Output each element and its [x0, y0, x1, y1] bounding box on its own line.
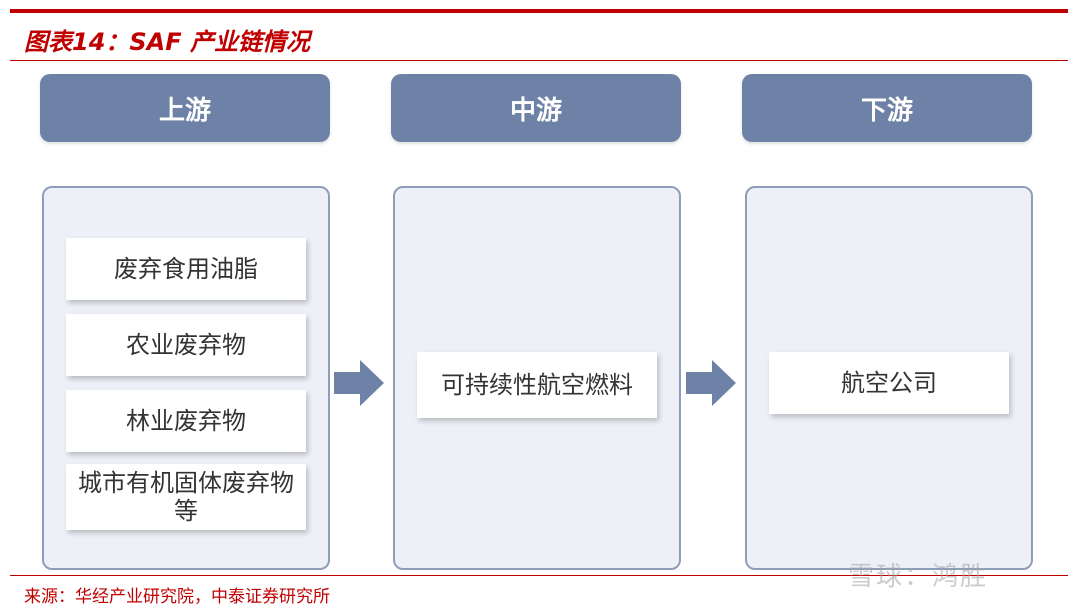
upstream-item-waste-cooking-oil: 废弃食用油脂: [66, 238, 306, 300]
upstream-item-forestry-waste: 林业废弃物: [66, 390, 306, 452]
watermark: 雪球：鸿胜: [848, 562, 989, 592]
header-upstream: 上游: [40, 74, 330, 142]
arrow-right-icon: [686, 360, 736, 406]
panel-midstream: 可持续性航空燃料: [393, 186, 681, 570]
figure-title: 图表14：SAF 产业链情况: [24, 28, 311, 56]
arrow-right-icon: [334, 360, 384, 406]
downstream-item-airlines: 航空公司: [769, 352, 1009, 414]
header-midstream: 中游: [391, 74, 681, 142]
midstream-item-saf: 可持续性航空燃料: [417, 352, 657, 418]
upstream-item-agricultural-waste: 农业废弃物: [66, 314, 306, 376]
header-downstream: 下游: [742, 74, 1032, 142]
source-note: 来源：华经产业研究院，中泰证券研究所: [24, 587, 330, 607]
panel-upstream: 废弃食用油脂 农业废弃物 林业废弃物 城市有机固体废弃物等: [42, 186, 330, 570]
top-rule: [10, 9, 1068, 13]
panel-downstream: 航空公司: [745, 186, 1033, 570]
upstream-item-municipal-solid-waste: 城市有机固体废弃物等: [66, 464, 306, 530]
title-rule: [10, 60, 1068, 61]
bottom-rule: [10, 575, 1068, 576]
